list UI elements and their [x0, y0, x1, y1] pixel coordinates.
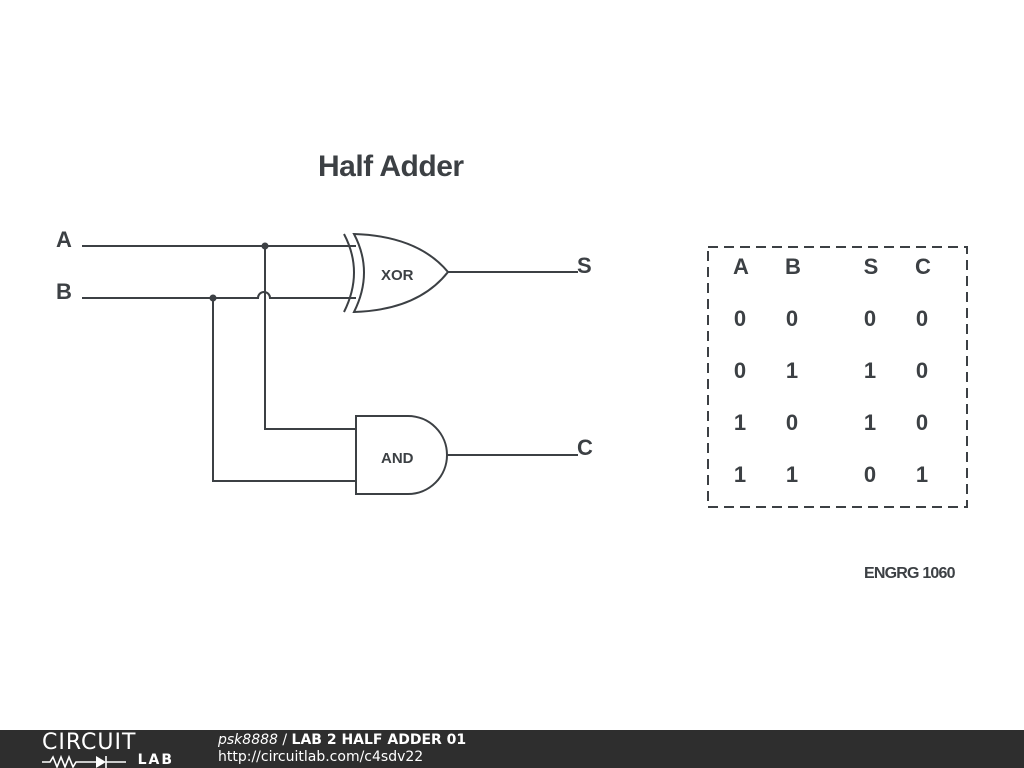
xor-gate-body	[352, 232, 450, 314]
circuit-title[interactable]: LAB 2 HALF ADDER 01	[291, 732, 467, 748]
truth-table-cell: 1	[864, 358, 876, 383]
course-label: ENGRG 1060	[864, 565, 956, 582]
truth-table-header-s: S	[864, 254, 879, 279]
logo-text-circuit: CIRCUIT	[42, 730, 137, 755]
and-gate[interactable]: AND	[355, 415, 448, 495]
logo-resistor-diode-icon	[42, 754, 126, 768]
circuit-url[interactable]: http://circuitlab.com/c4sdv22	[218, 749, 424, 765]
truth-table-cell: 0	[864, 306, 876, 331]
input-label-b: B	[56, 279, 72, 304]
truth-table-cell: 0	[786, 410, 798, 435]
and-gate-body	[355, 415, 448, 495]
xor-gate-extra-arc	[343, 233, 355, 313]
logo-text-lab: LAB	[137, 752, 174, 768]
truth-table-header-b: B	[785, 254, 801, 279]
and-gate-label: AND	[381, 450, 414, 467]
truth-table-cell: 0	[786, 306, 798, 331]
schematic: Half Adder A B XOR AND S C	[56, 150, 968, 582]
author-link[interactable]: psk8888	[218, 732, 278, 748]
output-label-c: C	[577, 435, 593, 460]
truth-table-cell: 0	[916, 410, 928, 435]
xor-gate-label: XOR	[381, 267, 414, 284]
circuit-info: psk8888 / LAB 2 HALF ADDER 01 http://cir…	[218, 732, 466, 766]
truth-table-header-a: A	[733, 254, 749, 279]
truth-table-cell: 1	[916, 462, 928, 487]
truth-table-header-c: C	[915, 254, 931, 279]
wire-b[interactable]	[82, 291, 356, 299]
truth-table-row: 0 1 1 0	[734, 358, 928, 383]
diagram-title: Half Adder	[318, 150, 464, 183]
truth-table-cell: 1	[734, 410, 746, 435]
truth-table-cell: 0	[916, 306, 928, 331]
truth-table-cell: 0	[734, 306, 746, 331]
truth-table-frame	[707, 246, 968, 508]
truth-table-cell: 1	[864, 410, 876, 435]
truth-table-cell: 1	[786, 462, 798, 487]
circuitlab-logo[interactable]: CIRCUIT LAB	[42, 732, 176, 768]
truth-table-row: 1 0 1 0	[734, 410, 928, 435]
footer-bar: CIRCUIT LAB psk8888 / LAB 2 HALF ADDER 0…	[0, 730, 1024, 768]
truth-table-cell: 1	[734, 462, 746, 487]
truth-table-cell: 0	[864, 462, 876, 487]
truth-table-cell: 1	[786, 358, 798, 383]
truth-table-header: A B S C	[733, 254, 931, 279]
xor-gate[interactable]: XOR	[343, 232, 450, 314]
output-label-s: S	[577, 253, 592, 278]
truth-table-row: 0 0 0 0	[734, 306, 928, 331]
input-label-a: A	[56, 227, 72, 252]
truth-table-row: 1 1 0 1	[734, 462, 928, 487]
title-separator: /	[282, 732, 288, 748]
wire-a-to-and[interactable]	[264, 246, 356, 430]
truth-table-cell: 0	[916, 358, 928, 383]
junction-dot-b	[209, 294, 217, 302]
wire-b-to-and[interactable]	[212, 298, 356, 482]
truth-table-cell: 0	[734, 358, 746, 383]
junction-dot-a	[261, 242, 269, 250]
